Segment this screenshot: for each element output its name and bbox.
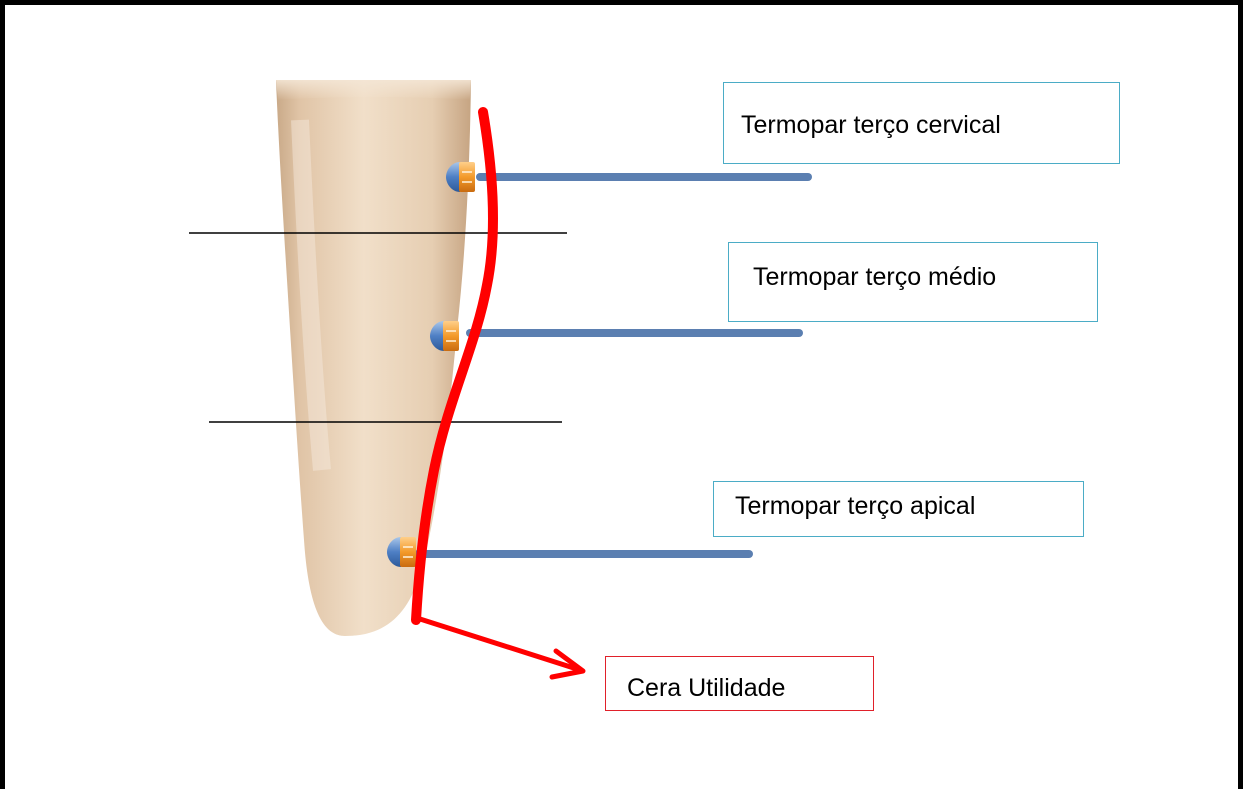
label-termopar-cervical: Termopar terço cervical [723, 82, 1120, 164]
label-cera-utilidade-text: Cera Utilidade [627, 676, 785, 701]
label-cera-utilidade: Cera Utilidade [605, 656, 874, 711]
wax-arrow-icon [420, 619, 583, 677]
label-termopar-apical: Termopar terço apical [713, 481, 1084, 537]
thermocouple-tip-cervical-icon [446, 162, 475, 192]
label-termopar-medio-text: Termopar terço médio [753, 265, 996, 290]
thermocouple-tip-medio-icon [430, 321, 459, 351]
label-termopar-medio: Termopar terço médio [728, 242, 1098, 322]
label-termopar-cervical-text: Termopar terço cervical [741, 113, 1001, 138]
thermocouple-tip-apical-icon [387, 537, 416, 567]
label-termopar-apical-text: Termopar terço apical [735, 494, 975, 519]
